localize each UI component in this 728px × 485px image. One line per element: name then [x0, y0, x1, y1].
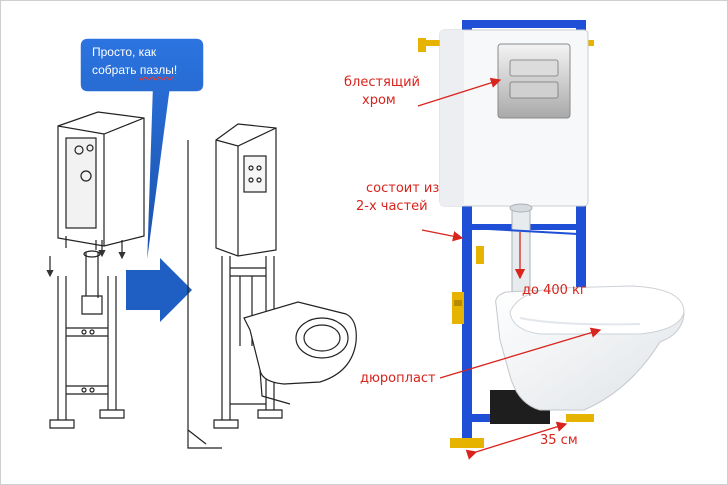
- assembly-arrow: [126, 258, 192, 322]
- label-max-load: до 400 кг: [522, 283, 587, 298]
- bubble-text-line2-suffix: !: [173, 63, 178, 77]
- annotation-arrows: [417, 77, 602, 460]
- bubble-text-line2-prefix: собрать: [92, 63, 140, 77]
- label-parts-line1: состоит из: [366, 181, 440, 196]
- bubble-text-puzzle: пазлы: [139, 63, 174, 77]
- bubble-text-line2: собрать пазлы!: [92, 62, 177, 79]
- label-parts-line2: 2-х частей: [356, 199, 428, 214]
- bubble-text-line1: Просто, как: [92, 45, 157, 59]
- label-chrome-line1: блестящий: [344, 75, 421, 90]
- label-chrome-line2: хром: [362, 93, 396, 108]
- label-material: дюропласт: [360, 371, 436, 386]
- exploded-assembly-drawing: [46, 111, 145, 429]
- installation-frame-photo: [418, 20, 685, 448]
- parts-divider-line: [469, 227, 579, 235]
- assembled-installation-drawing: [187, 123, 357, 449]
- label-width: 35 см: [540, 433, 578, 448]
- speech-bubble: [79, 37, 205, 275]
